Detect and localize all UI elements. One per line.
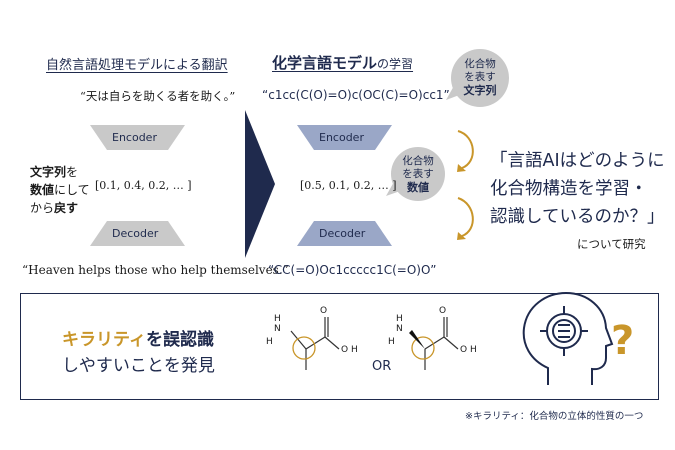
- gold-arrow-2: [457, 197, 474, 237]
- bubble-top-text: 化合物 を表す 文字列: [451, 58, 509, 98]
- bubble-mid-line3: 数値: [407, 181, 429, 194]
- right-panel-title: 化学言語モデルの学習: [272, 52, 413, 73]
- mol1-o: O: [320, 306, 328, 316]
- mol1-oh: O H: [341, 345, 358, 355]
- right-decoder-shape: [297, 221, 392, 246]
- finding-text: キラリティを誤認識 しやすいことを発見: [62, 327, 215, 379]
- side-label-3b: 戻す: [54, 201, 79, 215]
- wedge-bond: [409, 330, 425, 349]
- right-title-small: の学習: [377, 57, 414, 71]
- molecule-1: [290, 317, 340, 370]
- footnote: ※キラリティ：化合物の立体的性質の一つ: [465, 411, 644, 422]
- left-decoder-shape: [90, 221, 185, 246]
- left-decoder-label: Decoder: [112, 227, 159, 240]
- bubble-mid-tail: [386, 180, 403, 196]
- finding-line2: しやすいことを発見: [62, 356, 215, 376]
- bubble-top-line3: 文字列: [463, 84, 497, 97]
- left-vector: [0.1, 0.4, 0.2, … ]: [95, 179, 192, 192]
- english-proverb-output: “Heaven helps those who help themselves.…: [22, 263, 289, 277]
- japanese-proverb-input: “天は自らを助くる者を助く。”: [80, 89, 236, 103]
- mol1-oh-h: H: [350, 345, 358, 355]
- research-note: について研究: [577, 237, 646, 251]
- question-line3: 認識しているのか？」: [490, 207, 665, 227]
- question-mark-icon: ?: [611, 318, 635, 364]
- side-label-1r: を: [66, 165, 79, 179]
- left-encoder-shape: [90, 125, 185, 150]
- side-label-2r: にして: [54, 183, 90, 197]
- molecule-2: [411, 317, 459, 370]
- mol1-oh-o: O: [341, 345, 349, 355]
- findings-box: [20, 293, 659, 400]
- smiles-input: “c1cc(C(O)=O)c(OC(C)=O)cc1”: [262, 88, 450, 102]
- bubble-top-line2: を表す: [464, 71, 496, 83]
- bubble-mid-line1: 化合物: [402, 155, 434, 167]
- right-title-bold: 化学言語モデル: [272, 54, 378, 72]
- side-label-1b: 文字列: [30, 165, 67, 179]
- side-label-3r: から: [30, 201, 55, 215]
- smiles-output: “CC(=O)Oc1ccccc1C(=O)O”: [268, 263, 437, 277]
- mol2-h-top: H: [396, 314, 403, 324]
- bubble-top: [451, 49, 509, 107]
- right-encoder-label: Encoder: [319, 131, 364, 144]
- mol1-n: N: [274, 324, 281, 334]
- or-label: OR: [372, 359, 392, 374]
- side-label-2b: 数値: [30, 183, 55, 197]
- left-encoder-label: Encoder: [112, 131, 157, 144]
- mol2-oh: O H: [460, 345, 477, 355]
- gold-arrow-1: [457, 130, 474, 169]
- right-decoder-label: Decoder: [319, 227, 366, 240]
- mol2-oh-h: H: [469, 345, 477, 355]
- finding-line1-rest: を誤認識: [145, 330, 214, 350]
- side-label: 文字列を 数値にして から戻す: [30, 163, 90, 217]
- bubble-top-tail: [446, 84, 462, 100]
- question-line2: 化合物構造を学習・: [490, 179, 648, 199]
- right-vector: [0.5, 0.1, 0.2, … ]: [300, 179, 397, 192]
- bubble-top-line1: 化合物: [464, 58, 496, 70]
- right-encoder-shape: [297, 125, 392, 150]
- mol1-h2: H: [266, 337, 273, 347]
- research-question: 「言語AIはどのように 化合物構造を学習・ 認識しているのか？」: [490, 147, 665, 231]
- mol1-h-top: H: [274, 314, 281, 324]
- transition-arrow: [245, 110, 275, 258]
- question-line1: 「言語AIはどのように: [490, 151, 665, 171]
- mol2-oh-o: O: [460, 345, 468, 355]
- bubble-mid-text: 化合物 を表す 数値: [391, 155, 445, 195]
- left-panel-title: 自然言語処理モデルによる翻訳: [46, 58, 228, 73]
- mol2-o: O: [439, 306, 447, 316]
- bubble-mid: [391, 147, 445, 201]
- chirality-word: キラリティ: [62, 330, 146, 350]
- mol2-h2: H: [388, 337, 395, 347]
- bubble-mid-line2: を表す: [402, 168, 434, 180]
- mol2-n: N: [396, 324, 403, 334]
